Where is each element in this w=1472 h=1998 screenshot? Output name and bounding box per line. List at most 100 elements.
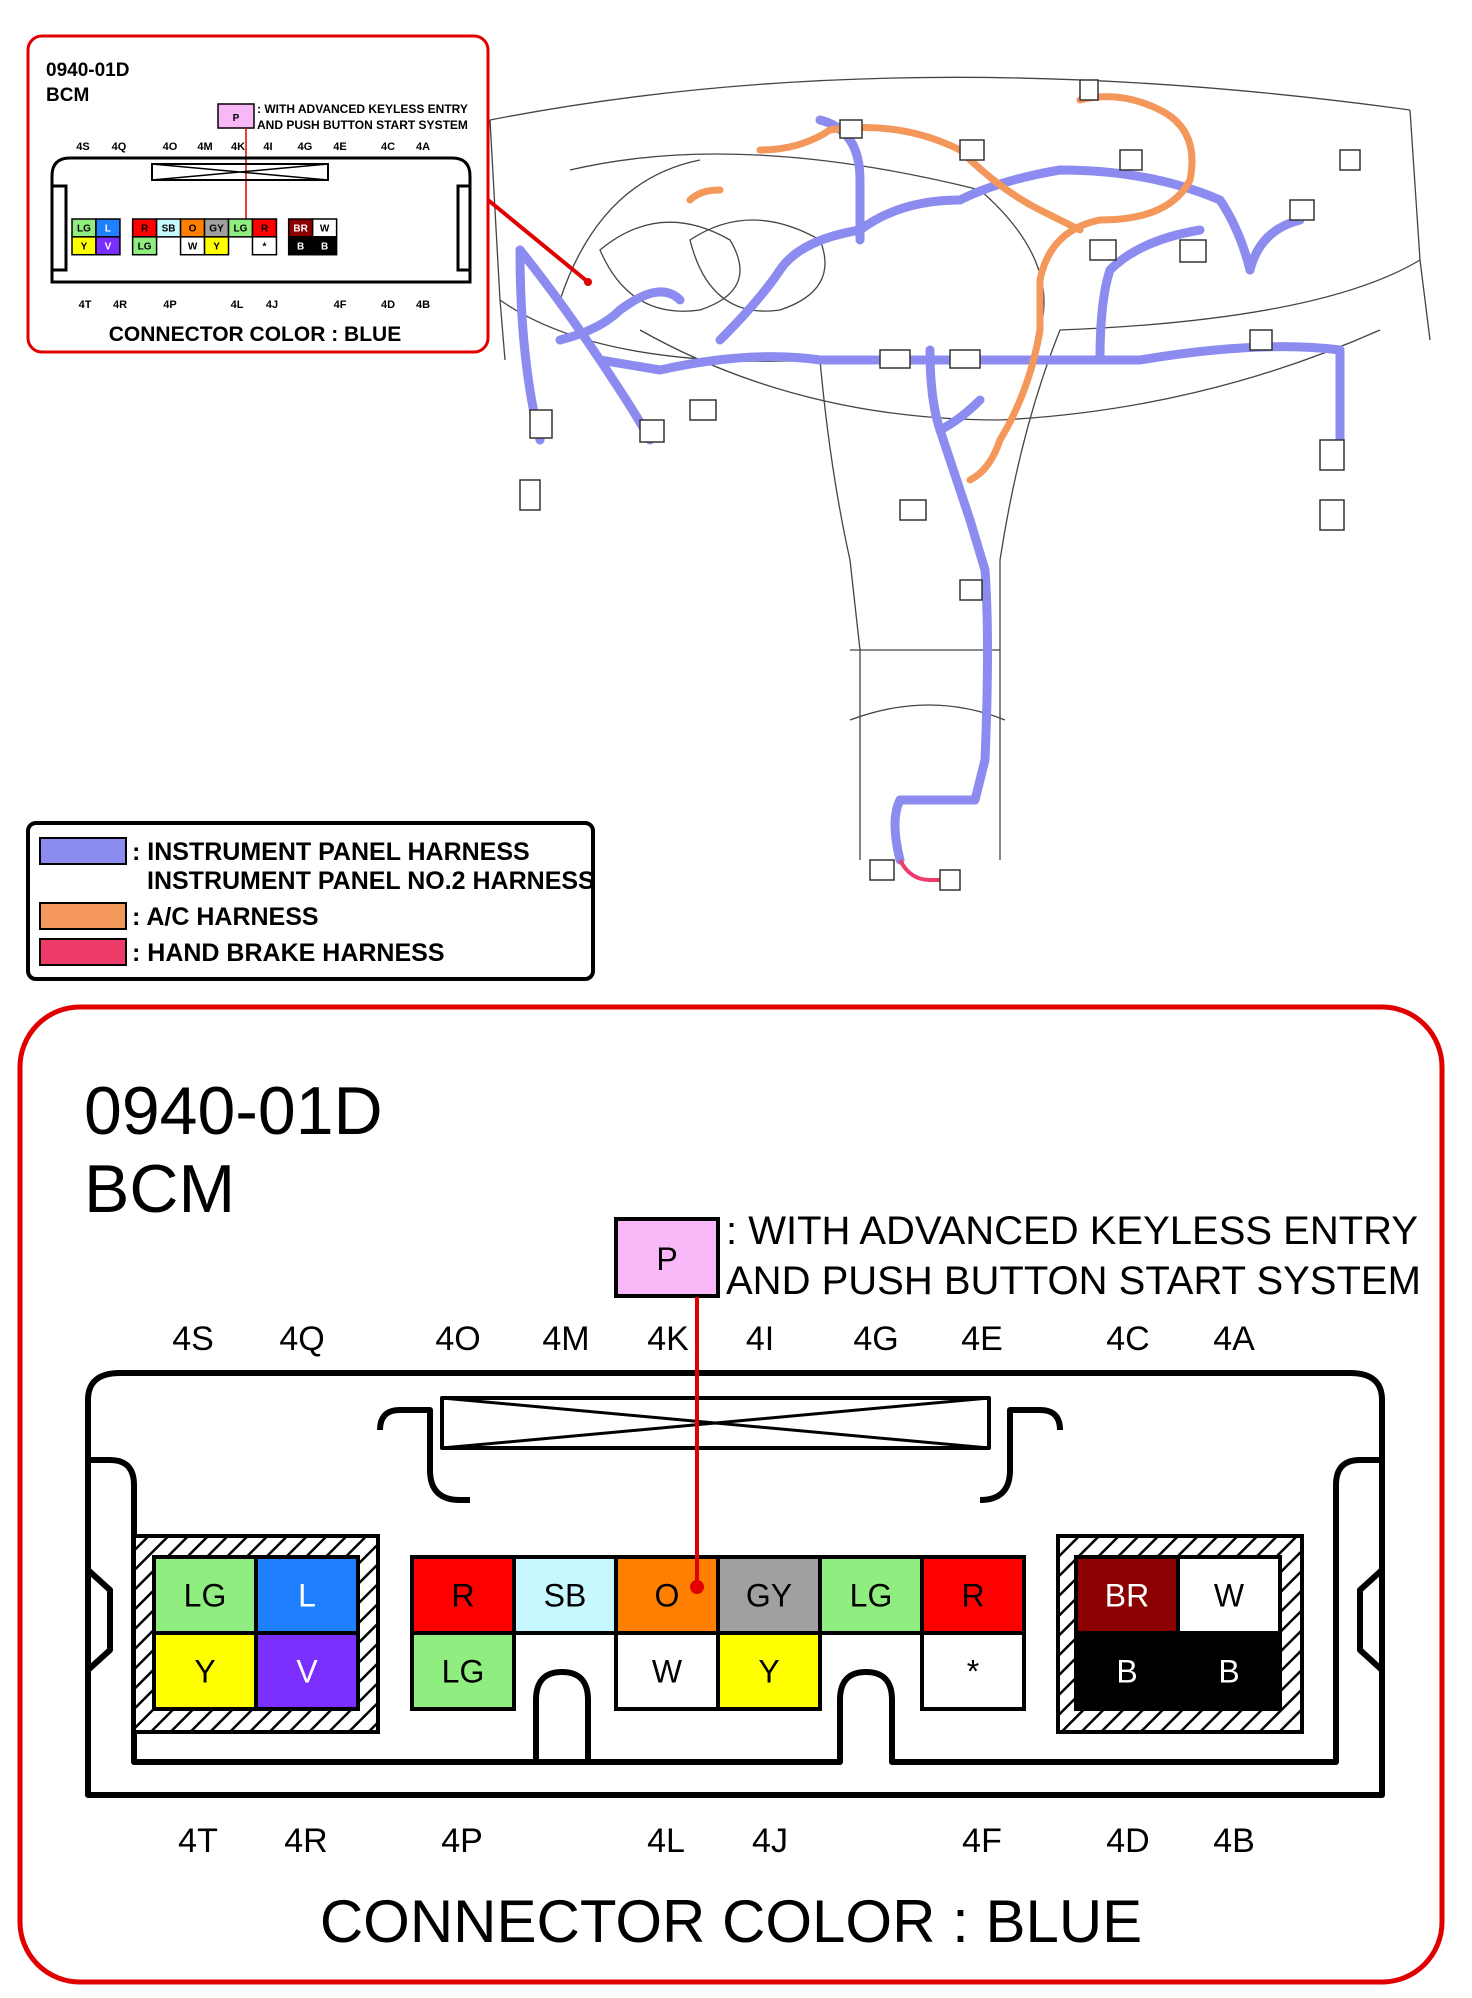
- cell-right-2-fill: [1074, 1631, 1180, 1711]
- cell-left-3-fill: [254, 1631, 360, 1711]
- cell-left-2: Y: [194, 1654, 215, 1690]
- cell-mid-top-1: SB: [162, 224, 176, 235]
- legend-ac: : A/C HARNESS: [132, 903, 319, 931]
- cell-left-0: LG: [184, 1578, 227, 1614]
- pin-label-4q: 4Q: [112, 141, 127, 153]
- pin-label-4f: 4F: [334, 299, 347, 311]
- pin-label-4s: 4S: [76, 141, 89, 153]
- pin-label-4i: 4I: [263, 141, 272, 153]
- pin-label-4p: 4P: [441, 1822, 483, 1860]
- cell-mid-top-5: R: [261, 224, 269, 235]
- cell-right-3: B: [321, 241, 328, 252]
- pin-label-4a: 4A: [416, 141, 430, 153]
- hand-brake-harness-route: [898, 859, 950, 882]
- cell-mid-top-3-fill: [716, 1555, 822, 1635]
- harness-connectors: [519, 79, 1361, 891]
- option-note-line2: AND PUSH BUTTON START SYSTEM: [726, 1259, 1421, 1303]
- pin-label-4a: 4A: [1213, 1320, 1255, 1358]
- cell-left-3: V: [296, 1654, 318, 1690]
- cell-mid-bot-3: *: [967, 1654, 979, 1690]
- cell-mid-top-3: GY: [209, 224, 224, 235]
- pin-label-4b: 4B: [416, 299, 430, 311]
- cell-mid-top-5-fill: [920, 1555, 1026, 1635]
- pin-label-4o: 4O: [435, 1320, 480, 1358]
- instrument-panel-harness-routes: [515, 115, 1345, 865]
- pin-label-4k: 4K: [647, 1320, 689, 1358]
- cell-mid-bot-3: *: [263, 241, 267, 252]
- pin-label-4d: 4D: [1106, 1822, 1149, 1860]
- cell-mid-top-0-fill: [410, 1555, 516, 1635]
- cell-left-0: LG: [77, 224, 91, 235]
- cell-left-3-fill: [95, 236, 121, 256]
- legend-instrument-panel: : INSTRUMENT PANEL HARNESS: [132, 838, 530, 866]
- connector-color-label: CONNECTOR COLOR : BLUE: [320, 1888, 1142, 1955]
- cell-mid-bot-0: LG: [138, 241, 152, 252]
- cell-mid-bot-1: W: [188, 241, 198, 252]
- pin-label-4p: 4P: [163, 299, 176, 311]
- pin-label-4g: 4G: [298, 141, 313, 153]
- small-connector-callout: 0940-01D BCM P : WITH ADVANCED KEYLESS E…: [26, 34, 592, 354]
- cell-mid-bot-0: LG: [442, 1654, 485, 1690]
- cell-mid-top-1: SB: [544, 1578, 587, 1614]
- pin-label-4s: 4S: [172, 1320, 214, 1358]
- legend-instrument-panel-no2: INSTRUMENT PANEL NO.2 HARNESS: [147, 867, 595, 895]
- pin-label-4q: 4Q: [279, 1320, 324, 1358]
- cell-mid-bot-2: Y: [758, 1654, 779, 1690]
- pin-label-4j: 4J: [752, 1822, 788, 1860]
- cell-right-3-fill: [1176, 1631, 1282, 1711]
- cell-right-1: W: [1214, 1578, 1245, 1614]
- pin-label-4t: 4T: [178, 1822, 218, 1860]
- cell-mid-bot-2-fill: [203, 236, 230, 256]
- cell-left-2: Y: [81, 241, 88, 252]
- cell-mid-bot-3-fill: [251, 236, 278, 256]
- pin-label-4f: 4F: [962, 1822, 1002, 1860]
- cell-mid-top-4: LG: [234, 224, 248, 235]
- legend-hand-brake: : HAND BRAKE HARNESS: [132, 939, 445, 967]
- small-connector-color: CONNECTOR COLOR : BLUE: [109, 323, 401, 346]
- ac-harness-routes: [686, 93, 1196, 484]
- pin-label-4c: 4C: [1106, 1320, 1149, 1358]
- connector-housing: [85, 1370, 1385, 1798]
- dashboard-illustration: [489, 76, 1431, 860]
- legend-swatch-ac: [39, 902, 127, 930]
- pin-label-4k: 4K: [231, 141, 245, 153]
- pin-label-4l: 4L: [231, 299, 244, 311]
- cell-right-0: BR: [293, 224, 308, 235]
- pin-label-4d: 4D: [381, 299, 395, 311]
- cell-right-3: B: [1218, 1654, 1239, 1690]
- pin-label-4j: 4J: [266, 299, 278, 311]
- connector-name: BCM: [84, 1151, 235, 1227]
- pin-label-4c: 4C: [381, 141, 395, 153]
- small-option-note-2: AND PUSH BUTTON START SYSTEM: [257, 118, 468, 132]
- small-connector-code: 0940-01D: [46, 60, 129, 81]
- pin-label-4l: 4L: [647, 1822, 685, 1860]
- cell-mid-top-2: O: [655, 1578, 680, 1614]
- cell-mid-top-0: R: [141, 224, 149, 235]
- cell-right-3-fill: [311, 236, 338, 256]
- cell-left-3: V: [105, 241, 112, 252]
- cell-mid-top-5: R: [961, 1578, 984, 1614]
- large-connector-callout: 0940-01D BCM P : WITH ADVANCED KEYLESS E…: [17, 1004, 1445, 1985]
- pin-label-4m: 4M: [197, 141, 212, 153]
- pin-label-4r: 4R: [113, 299, 127, 311]
- cell-left-1: L: [298, 1578, 316, 1614]
- cell-mid-bot-2: Y: [213, 241, 220, 252]
- cell-right-1-fill: [1176, 1555, 1282, 1635]
- legend-swatch-hand-brake: [39, 938, 127, 966]
- option-note-line1: : WITH ADVANCED KEYLESS ENTRY: [726, 1209, 1418, 1253]
- small-option-marker: P: [233, 113, 240, 124]
- cell-left-1-fill: [254, 1555, 360, 1635]
- cell-mid-bot-3-fill: [920, 1631, 1026, 1711]
- cell-mid-top-4-fill: [818, 1555, 924, 1635]
- pin-label-4g: 4G: [853, 1320, 898, 1358]
- pin-label-4e: 4E: [961, 1320, 1003, 1358]
- harness-legend: : INSTRUMENT PANEL HARNESS INSTRUMENT PA…: [26, 821, 595, 981]
- cell-mid-top-3: GY: [746, 1578, 792, 1614]
- pin-label-4b: 4B: [1213, 1822, 1255, 1860]
- option-marker: P: [656, 1241, 677, 1277]
- cell-right-2: B: [297, 241, 304, 252]
